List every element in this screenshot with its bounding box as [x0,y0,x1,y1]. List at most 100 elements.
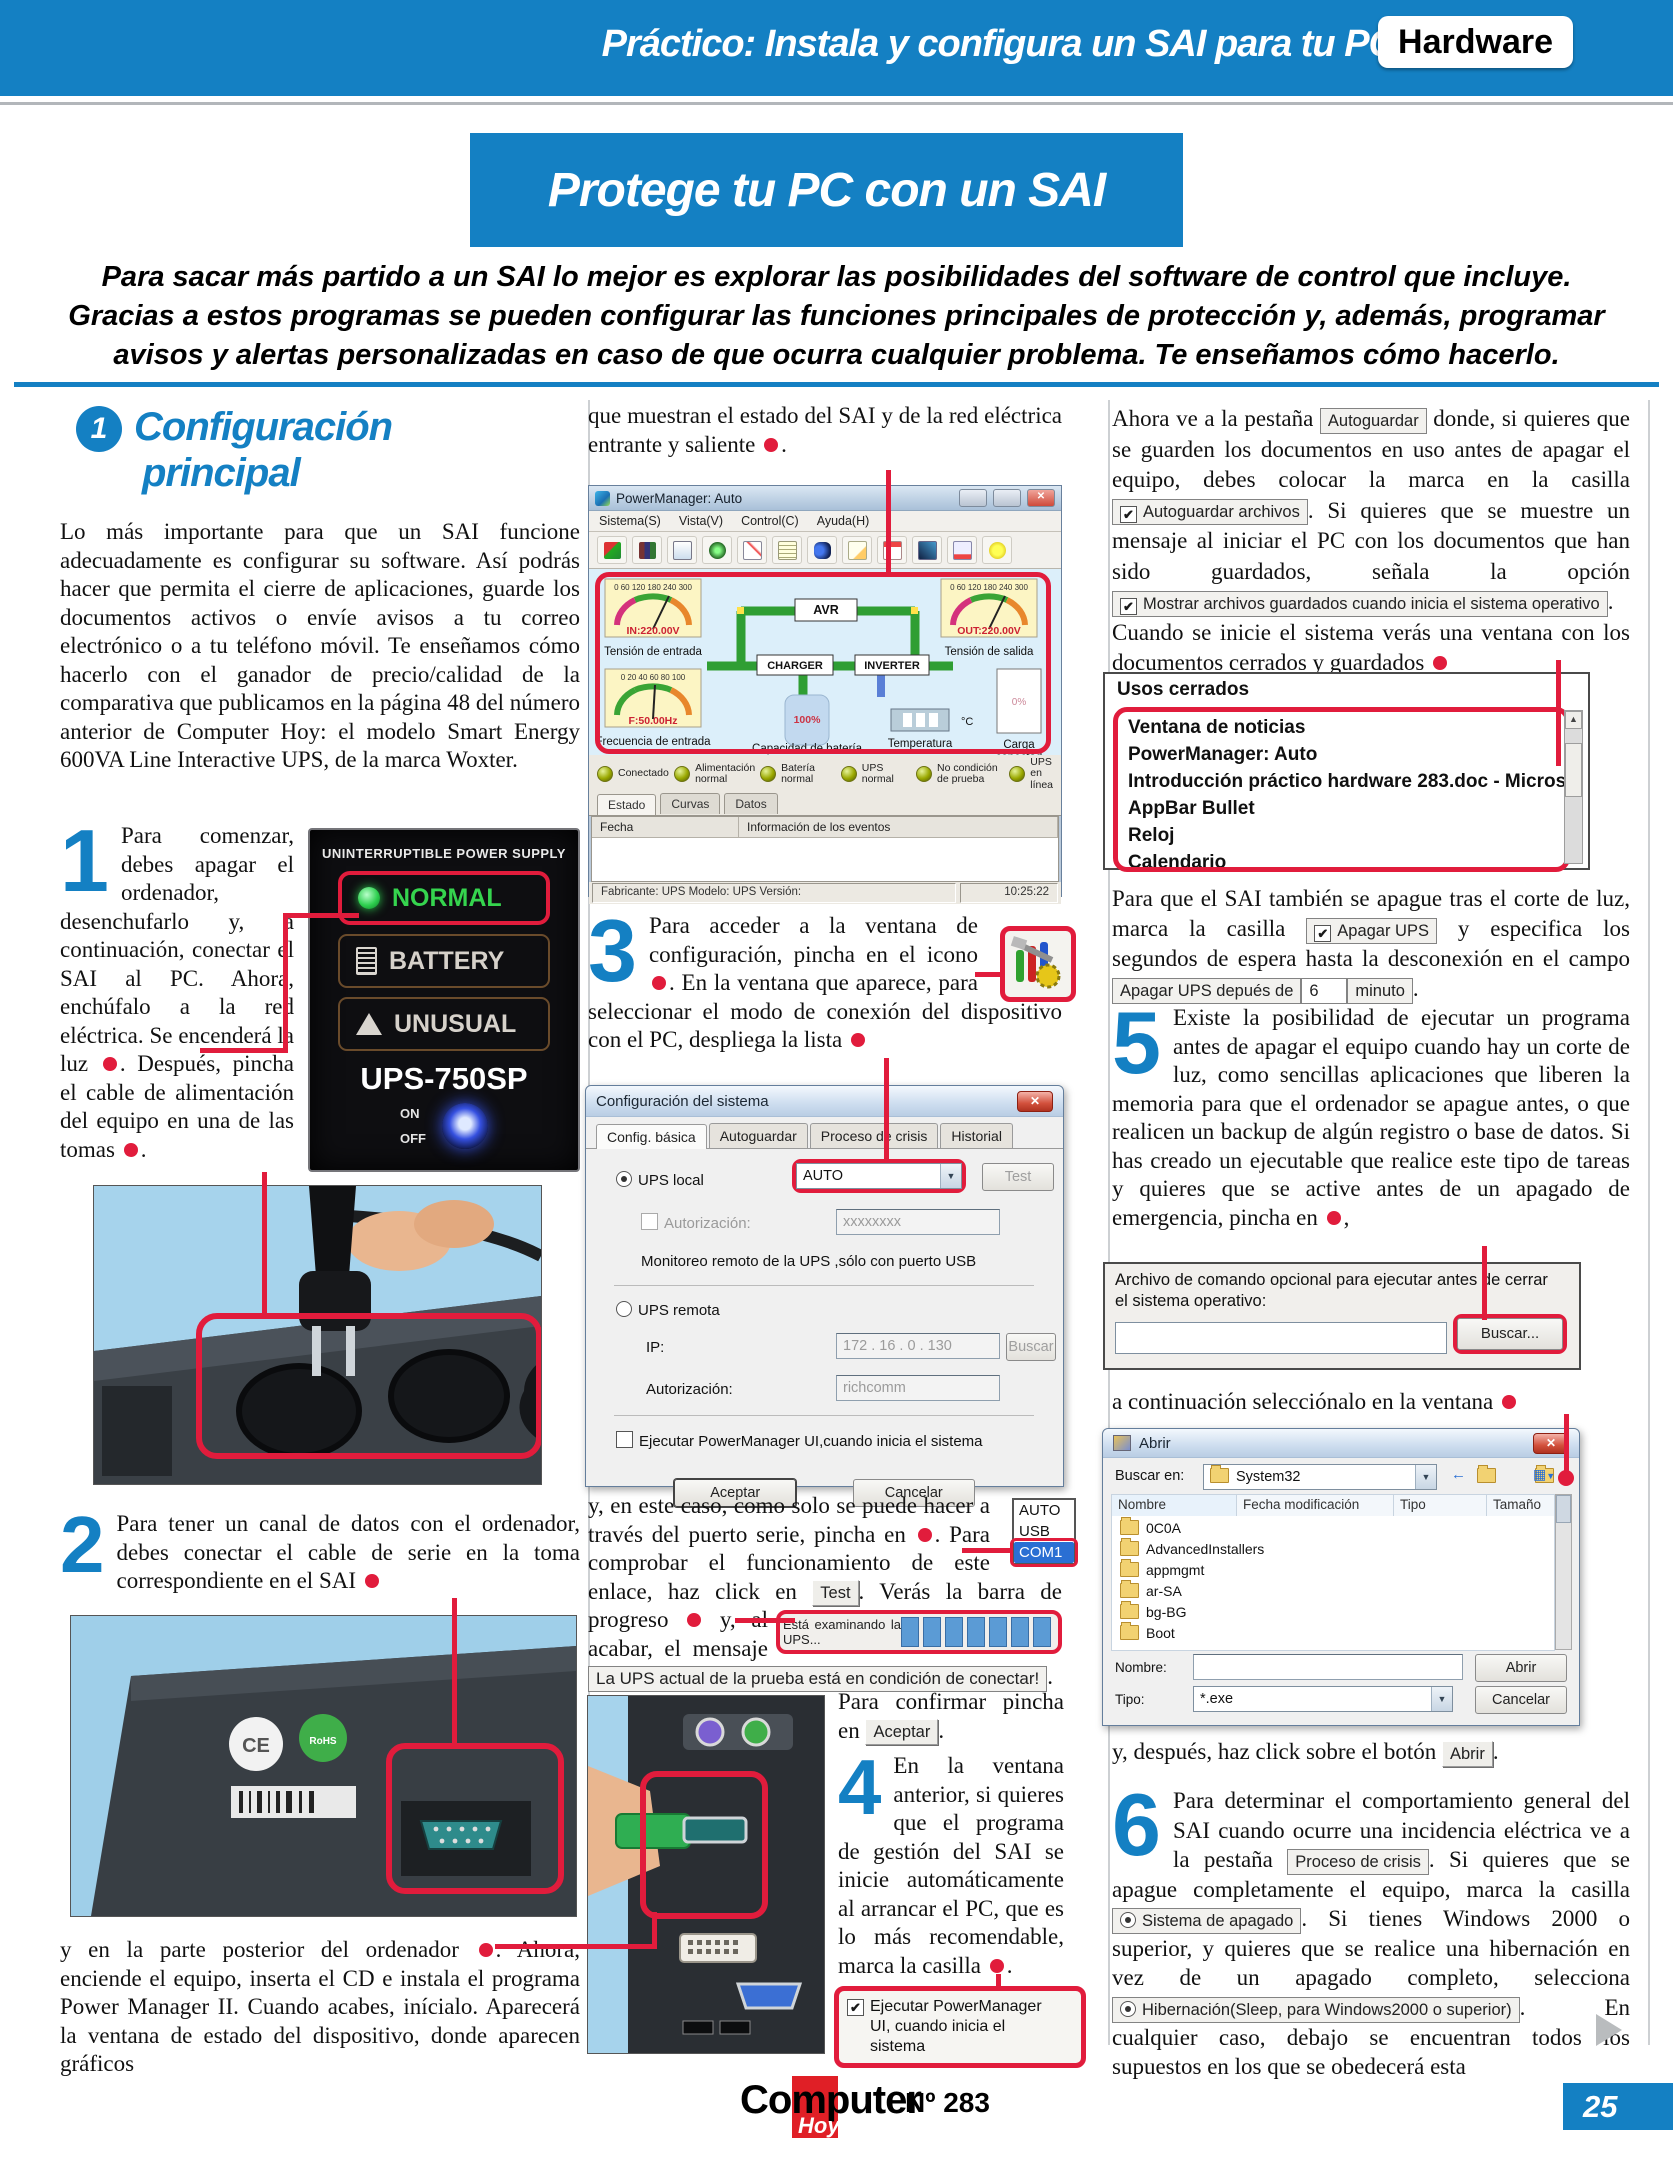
config-tools-icon[interactable] [1000,926,1076,1002]
power-switch[interactable]: ON OFF [310,1103,578,1149]
tab-config-basica[interactable]: Config. básica [596,1124,707,1149]
autosave-files-checkbox-chip[interactable]: ✔Autoguardar archivos [1112,499,1308,526]
col-fecha[interactable]: Fecha modificación [1237,1495,1394,1517]
toolbar-view-icon[interactable] [807,536,837,564]
toolbar-chart-icon[interactable] [912,536,942,564]
auth2-field[interactable]: richcomm [836,1375,1000,1401]
auth-password-field[interactable]: xxxxxxxx [836,1209,1000,1235]
menu-sistema[interactable]: Sistema(S) [599,514,661,528]
file-item[interactable]: 0C0A [1112,1517,1554,1539]
power-button-icon[interactable] [442,1103,488,1149]
autoguardar-tab-chip[interactable]: Autoguardar [1319,407,1427,434]
toolbar-help-icon[interactable] [982,536,1012,564]
scroll-up-icon[interactable]: ▲ [1565,711,1582,729]
scrollbar[interactable] [1555,1494,1572,1650]
test-button[interactable]: Test [982,1163,1054,1191]
list-item[interactable]: Calendario [1128,852,1227,872]
window-titlebar[interactable]: PowerManager: Auto ✕ [589,486,1061,511]
test-button-chip[interactable]: Test [812,1580,859,1607]
checkbox-icon[interactable]: ✔ [847,1999,864,2016]
run-on-start-checkbox[interactable]: Ejecutar PowerManager UI,cuando inicia e… [616,1431,983,1450]
list-item[interactable]: Introducción práctico hardware 283.doc -… [1128,771,1567,792]
search-button[interactable]: Buscar [1006,1333,1056,1361]
file-item[interactable]: appmgmt [1112,1559,1554,1581]
ups-remote-radio[interactable]: UPS remota [616,1301,720,1319]
chevron-down-icon[interactable]: ▼ [940,1164,961,1188]
minimize-button[interactable] [959,489,987,507]
scroll-thumb[interactable] [1556,1495,1571,1523]
tab-curvas[interactable]: Curvas [660,793,721,814]
tab-datos[interactable]: Datos [724,793,778,814]
toolbar-log-icon[interactable] [772,536,802,564]
option-usb[interactable]: USB [1019,1523,1050,1540]
tab-autoguardar[interactable]: Autoguardar [708,1123,808,1148]
filename-field[interactable] [1193,1654,1463,1680]
toolbar-status-icon[interactable] [702,536,732,564]
list-item[interactable]: AppBar Bullet [1128,798,1255,819]
back-icon[interactable]: ← [1451,1466,1466,1483]
file-item[interactable]: ar-SA [1112,1580,1554,1602]
run-ui-checkbox-callout[interactable]: ✔Ejecutar PowerManager UI, cuando inicia… [834,1986,1086,2068]
filetype-select[interactable]: *.exe ▼ [1193,1686,1453,1712]
col-tipo[interactable]: Tipo [1394,1495,1487,1517]
tab-estado[interactable]: Estado [597,794,657,815]
close-icon[interactable]: ✕ [1017,1090,1053,1112]
svg-text:Carga: Carga [1003,739,1035,751]
cancel-button[interactable]: Cancelar [852,1479,975,1507]
command-file-field[interactable] [1115,1322,1447,1354]
toolbar-edit-icon[interactable] [842,536,872,564]
file-item[interactable]: Boot [1112,1622,1554,1644]
tab-historial[interactable]: Historial [940,1123,1013,1148]
scrollbar[interactable]: ▲ [1564,710,1583,864]
list-item[interactable]: PowerManager: Auto [1128,744,1318,765]
show-saved-files-checkbox-chip[interactable]: ✔Mostrar archivos guardados cuando inici… [1112,590,1608,617]
maximize-button[interactable] [993,489,1021,507]
menu-ayuda[interactable]: Ayuda(H) [816,514,870,528]
minutes-field[interactable]: 6 [1301,977,1348,1004]
toolbar-curves-icon[interactable] [737,536,767,564]
views-icon[interactable]: ▦▼ [1533,1466,1556,1482]
new-folder-icon[interactable] [1535,1465,1554,1483]
option-auto[interactable]: AUTO [1019,1502,1061,1519]
abrir-button-chip[interactable]: Abrir [1442,1740,1493,1767]
chevron-down-icon[interactable]: ▼ [1415,1465,1436,1489]
menu-vista[interactable]: Vista(V) [678,514,724,528]
option-com1[interactable]: COM1 [1010,1538,1078,1567]
hibernacion-radio-chip[interactable]: Hibernación(Sleep, para Windows2000 o su… [1112,1996,1520,2023]
sistema-apagado-radio-chip[interactable]: Sistema de apagado [1112,1907,1302,1934]
proceso-crisis-tab-chip[interactable]: Proceso de crisis [1287,1848,1429,1875]
dialog-titlebar[interactable]: Abrir ✕ [1103,1429,1579,1458]
toolbar-calendar-icon[interactable] [877,536,907,564]
dialog-titlebar[interactable]: Configuración del sistema ✕ [586,1086,1063,1117]
chevron-down-icon[interactable]: ▼ [1431,1687,1452,1711]
ups-local-radio[interactable]: UPS local [616,1171,704,1189]
accept-button[interactable]: Aceptar [674,1479,797,1507]
column-eventos[interactable]: Información de los eventos [739,817,1058,837]
toolbar-tools-icon[interactable] [597,536,627,564]
toolbar-config-icon[interactable] [947,536,977,564]
accept-button-chip[interactable]: Aceptar [865,1719,939,1746]
list-item[interactable]: Ventana de noticias [1128,717,1306,738]
folder-select[interactable]: System32 ▼ [1203,1464,1437,1490]
cancel-button[interactable]: Cancelar [1475,1686,1567,1714]
list-item[interactable]: Reloj [1128,825,1175,846]
browse-button[interactable]: Buscar... [1457,1318,1563,1350]
col-tamano[interactable]: Tamaño [1493,1497,1542,1512]
menu-control[interactable]: Control(C) [741,514,799,528]
scroll-thumb[interactable] [1565,743,1582,797]
column-fecha[interactable]: Fecha [592,817,739,837]
file-item[interactable]: AdvancedInstallers [1112,1538,1554,1560]
connection-mode-ring: AUTO ▼ [792,1159,966,1193]
toolbar-library-icon[interactable] [632,536,662,564]
ip-field[interactable]: 172 . 16 . 0 . 130 [836,1333,1000,1359]
col-nombre[interactable]: Nombre [1112,1495,1237,1517]
up-folder-icon[interactable] [1477,1465,1496,1483]
apagar-ups-checkbox-chip[interactable]: ✔Apagar UPS [1306,917,1437,944]
close-button[interactable]: ✕ [1027,489,1055,507]
connection-mode-select[interactable]: AUTO ▼ [796,1163,962,1189]
toolbar-monitor-icon[interactable] [667,536,697,564]
file-item[interactable]: bg-BG [1112,1601,1554,1623]
tab-proceso-crisis[interactable]: Proceso de crisis [809,1123,939,1148]
open-button[interactable]: Abrir [1475,1654,1567,1682]
auth-checkbox[interactable]: Autorización: [641,1213,751,1232]
